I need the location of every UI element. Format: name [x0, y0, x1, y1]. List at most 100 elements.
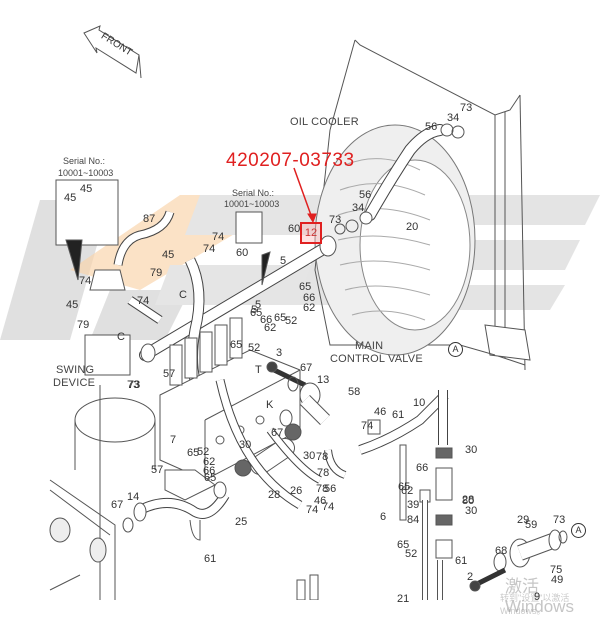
- part-callout-label[interactable]: 39: [407, 499, 420, 511]
- part-callout-label[interactable]: 66: [303, 292, 316, 304]
- serial-box-1-title: Serial No.:: [63, 156, 106, 166]
- part-callout-label[interactable]: 62: [401, 485, 414, 497]
- part-callout-label[interactable]: 5: [280, 255, 287, 267]
- part-callout-label[interactable]: 78: [316, 483, 329, 495]
- part-callout-label[interactable]: 13: [317, 374, 330, 386]
- part-callout-label[interactable]: 45: [64, 192, 77, 204]
- highlighted-callout-box[interactable]: 12: [300, 222, 322, 244]
- part-callout-label[interactable]: 73: [460, 102, 473, 114]
- part-callout-label[interactable]: 65: [230, 339, 243, 351]
- part-callout-label[interactable]: 61: [392, 409, 405, 421]
- part-callout-label[interactable]: 60: [288, 223, 301, 235]
- part-callout-label[interactable]: 7: [170, 434, 177, 446]
- part-callout-label[interactable]: 20: [406, 221, 419, 233]
- part-callout-label[interactable]: 74: [203, 243, 216, 255]
- swing-device: [74, 269, 156, 600]
- part-callout-label[interactable]: 61: [455, 555, 468, 567]
- part-callout-label[interactable]: 45: [66, 299, 79, 311]
- reference-marker-a: A: [571, 523, 586, 538]
- part-callout-label[interactable]: 65: [250, 307, 263, 319]
- part-callout-label[interactable]: 10: [413, 397, 426, 409]
- part-callout-label[interactable]: 73: [128, 379, 141, 391]
- part-callout-label[interactable]: 62: [203, 456, 216, 468]
- part-callout-label[interactable]: 79: [150, 267, 163, 279]
- part-callout-label[interactable]: 78: [317, 467, 330, 479]
- part-callout-label[interactable]: 67: [300, 362, 313, 374]
- part-callout-label[interactable]: 34: [447, 112, 460, 124]
- part-callout-label[interactable]: 56: [359, 189, 372, 201]
- part-callout-label[interactable]: 9: [534, 591, 541, 603]
- part-callout-label[interactable]: 6: [380, 511, 387, 523]
- part-callout-label[interactable]: 80: [462, 495, 475, 507]
- swing-device-title-1: SWING: [56, 364, 95, 376]
- part-callout-label[interactable]: 67: [271, 427, 284, 439]
- part-callout-label[interactable]: 65: [187, 447, 200, 459]
- part-callout-label[interactable]: 66: [260, 314, 273, 326]
- part-callout-label[interactable]: 65: [398, 481, 411, 493]
- part-callout-label[interactable]: 73: [329, 214, 342, 226]
- part-callout-label[interactable]: 46: [374, 406, 387, 418]
- part-callout-label[interactable]: 62: [264, 322, 277, 334]
- part-callout-label[interactable]: 65: [397, 539, 410, 551]
- part-callout-label[interactable]: 30: [239, 439, 252, 451]
- part-callout-label[interactable]: 58: [348, 386, 361, 398]
- part-callout-label[interactable]: 29: [517, 514, 530, 526]
- part-callout-label[interactable]: 52: [197, 446, 210, 458]
- part-callout-label[interactable]: C: [117, 331, 125, 343]
- part-callout-label[interactable]: 74: [137, 295, 150, 307]
- part-callout-label[interactable]: 73: [553, 514, 566, 526]
- part-callout-label[interactable]: 14: [127, 491, 140, 503]
- part-callout-label[interactable]: 30: [303, 450, 316, 462]
- part-callout-label[interactable]: C: [179, 289, 187, 301]
- oil-cooler: [314, 39, 531, 371]
- part-callout-label[interactable]: 74: [361, 420, 374, 432]
- part-callout-label[interactable]: 25: [235, 516, 248, 528]
- part-callout-label[interactable]: 56: [425, 121, 438, 133]
- part-callout-label[interactable]: 79: [77, 319, 90, 331]
- part-callout-label[interactable]: 84: [407, 514, 420, 526]
- part-callout-label[interactable]: 78: [316, 451, 329, 463]
- part-callout-label[interactable]: 74: [212, 231, 225, 243]
- part-callout-label[interactable]: 52: [285, 315, 298, 327]
- part-callout-label[interactable]: 52: [248, 342, 261, 354]
- part-callout-label[interactable]: 65: [204, 472, 217, 484]
- part-callout-label[interactable]: 66: [416, 462, 429, 474]
- part-callout-label[interactable]: 60: [236, 247, 249, 259]
- part-callout-label[interactable]: 87: [143, 213, 156, 225]
- part-callout-label[interactable]: 30: [465, 505, 478, 517]
- part-callout-label[interactable]: 65: [299, 281, 312, 293]
- part-callout-label[interactable]: 28: [462, 494, 475, 506]
- part-callout-label[interactable]: 61: [204, 553, 217, 565]
- part-callout-label[interactable]: 45: [162, 249, 175, 261]
- part-callout-label[interactable]: 30: [465, 444, 478, 456]
- part-callout-label[interactable]: 73: [127, 379, 140, 391]
- part-callout-label[interactable]: 49: [551, 574, 564, 586]
- part-callout-label[interactable]: 34: [352, 202, 365, 214]
- part-callout-label[interactable]: 45: [80, 183, 93, 195]
- part-callout-label[interactable]: 46: [314, 495, 327, 507]
- part-callout-label[interactable]: 74: [79, 275, 92, 287]
- serial-box-2-title: Serial No.:: [232, 188, 275, 198]
- part-callout-label[interactable]: 59: [525, 519, 538, 531]
- part-callout-label[interactable]: 28: [268, 489, 281, 501]
- part-callout-label[interactable]: 2: [467, 571, 474, 583]
- part-callout-label[interactable]: 66: [203, 465, 216, 477]
- part-callout-label[interactable]: 68: [495, 545, 508, 557]
- part-callout-label[interactable]: 21: [397, 593, 410, 605]
- part-callout-label[interactable]: T: [255, 364, 262, 376]
- part-callout-label[interactable]: 57: [163, 368, 176, 380]
- part-callout-label[interactable]: K: [266, 399, 274, 411]
- part-callout-label[interactable]: 67: [111, 499, 124, 511]
- part-callout-label[interactable]: 26: [290, 485, 303, 497]
- part-callout-label[interactable]: 5: [255, 299, 262, 311]
- part-callout-label[interactable]: 5: [251, 304, 258, 316]
- part-callout-label[interactable]: 74: [306, 504, 319, 516]
- part-callout-label[interactable]: 3: [276, 347, 283, 359]
- part-callout-label[interactable]: 65: [274, 312, 287, 324]
- part-callout-label[interactable]: 56: [324, 483, 337, 495]
- part-callout-label[interactable]: 57: [151, 464, 164, 476]
- part-callout-label[interactable]: 52: [405, 548, 418, 560]
- part-callout-label[interactable]: 75: [550, 564, 563, 576]
- part-callout-label[interactable]: 74: [322, 501, 335, 513]
- part-callout-label[interactable]: 62: [303, 302, 316, 314]
